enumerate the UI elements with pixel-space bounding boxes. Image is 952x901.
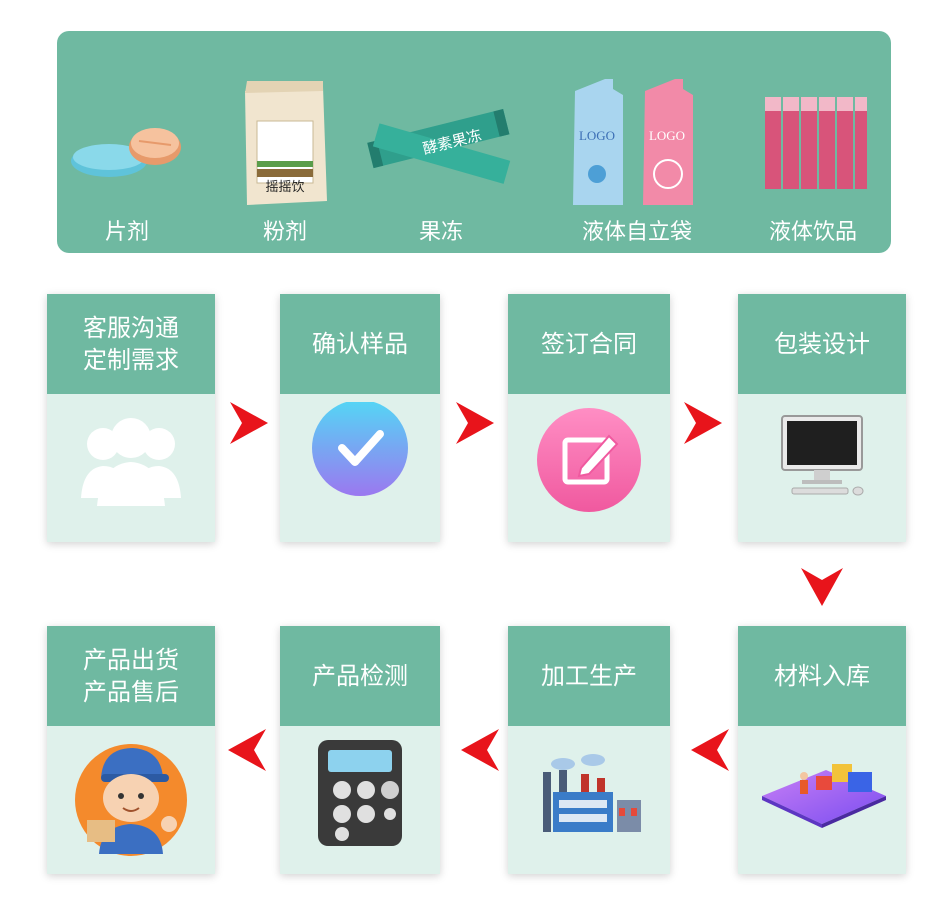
check-circle-icon: [312, 402, 408, 496]
computer-icon: [781, 415, 864, 496]
product-label: 液体饮品: [768, 220, 857, 245]
step-title: 确认样品: [312, 330, 408, 358]
step-card-2: 确认样品: [280, 294, 440, 542]
product-label: 果冻: [418, 220, 463, 245]
powder-pouch-text: 摇摇饮: [265, 180, 305, 195]
arrow-right-icon: [684, 402, 722, 444]
powder-pouch-icon: [245, 81, 327, 205]
arrow-right-icon: [230, 402, 268, 444]
card-header: [47, 626, 215, 726]
delivery-man-icon: [75, 744, 187, 856]
jelly-stick-icon: [367, 109, 511, 184]
card-header: [738, 626, 906, 726]
card-header: [280, 294, 440, 394]
liquid-pouch-icon: [573, 79, 693, 205]
step-card-1: 客服沟通 定制需求: [47, 294, 215, 542]
arrow-left-icon: [691, 729, 729, 771]
card-header: [280, 626, 440, 726]
step-title: 产品检测: [312, 662, 408, 690]
card-header: [47, 294, 215, 394]
arrow-right-icon: [456, 402, 494, 444]
step-card-7: 产品检测: [280, 626, 440, 874]
step-title: 材料入库: [774, 662, 870, 690]
arrow-left-icon: [228, 729, 266, 771]
drink-vials-icon: [765, 97, 867, 189]
product-banner: 片剂 摇摇饮 粉剂 酵素果冻 果冻: [57, 31, 891, 253]
step-title: 加工生产: [541, 662, 637, 690]
product-label: 液体自立袋: [581, 220, 692, 245]
product-label: 片剂: [104, 220, 149, 245]
step-title: 包装设计: [774, 330, 870, 358]
step-card-8: 产品出货 产品售后: [47, 626, 215, 874]
warehouse-icon: [762, 764, 886, 828]
arrow-down-icon: [801, 568, 843, 606]
step-title: 签订合同: [541, 330, 637, 358]
card-header: [508, 626, 670, 726]
card-header: [738, 294, 906, 394]
factory-icon: [543, 754, 641, 832]
step-card-5: 材料入库: [738, 626, 906, 874]
tablet-icon: [71, 128, 181, 177]
step-card-4: 包装设计: [738, 294, 906, 542]
pouch-logo-text: LOGO: [578, 128, 616, 143]
calculator-icon: [318, 740, 402, 846]
product-label: 粉剂: [262, 220, 307, 245]
users-icon: [81, 418, 181, 506]
arrow-left-icon: [461, 729, 499, 771]
pouch-logo-text: LOGO: [648, 128, 686, 143]
edit-circle-icon: [537, 408, 641, 512]
step-title: 产品出货 产品售后: [83, 646, 179, 706]
card-header: [508, 294, 670, 394]
step-card-6: 加工生产: [508, 626, 670, 874]
step-card-3: 签订合同: [508, 294, 670, 542]
step-title: 客服沟通 定制需求: [83, 314, 179, 374]
